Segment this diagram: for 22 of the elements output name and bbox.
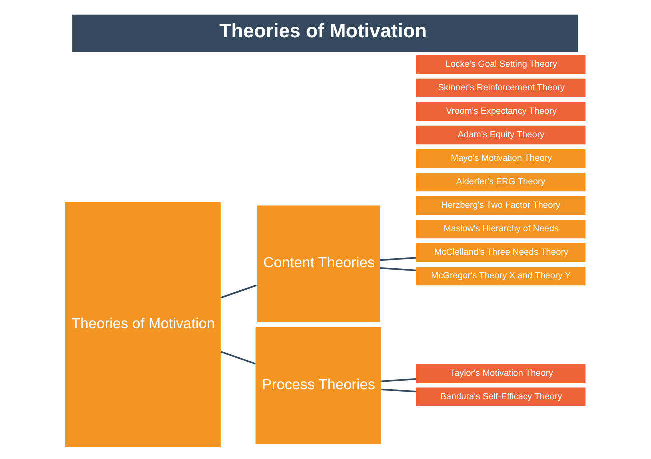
connector [220,284,257,299]
connector [380,257,416,262]
node-box: McGregor's Theory X and Theory Y [416,267,586,286]
connector [382,388,416,393]
node-box: Content Theories [257,206,380,323]
node-box: Locke's Goal Setting Theory [416,55,586,74]
node-box: McClelland's Three Needs Theory [416,243,586,262]
node-box: Vroom's Expectancy Theory [416,102,586,122]
node-box: Process Theories [256,327,382,444]
node-box: Skinner's Reinforcement Theory [416,78,586,98]
node-box: Mayo's Motivation Theory [416,149,586,168]
node-box: Maslow's Hierarchy of Needs [416,220,586,239]
node-box: Theories of Motivation [65,202,221,448]
node-box: Bandura's Self-Efficacy Theory [416,388,586,406]
diagram-title: Theories of Motivation [220,20,428,43]
node-box: Herzberg's Two Factor Theory [416,196,586,216]
node-box: Taylor's Motivation Theory [416,364,586,383]
connector [220,351,256,365]
connector [380,267,416,272]
node-box: Alderfer's ERG Theory [416,172,586,192]
connector [382,378,416,382]
node-box: Adam's Equity Theory [416,126,586,145]
